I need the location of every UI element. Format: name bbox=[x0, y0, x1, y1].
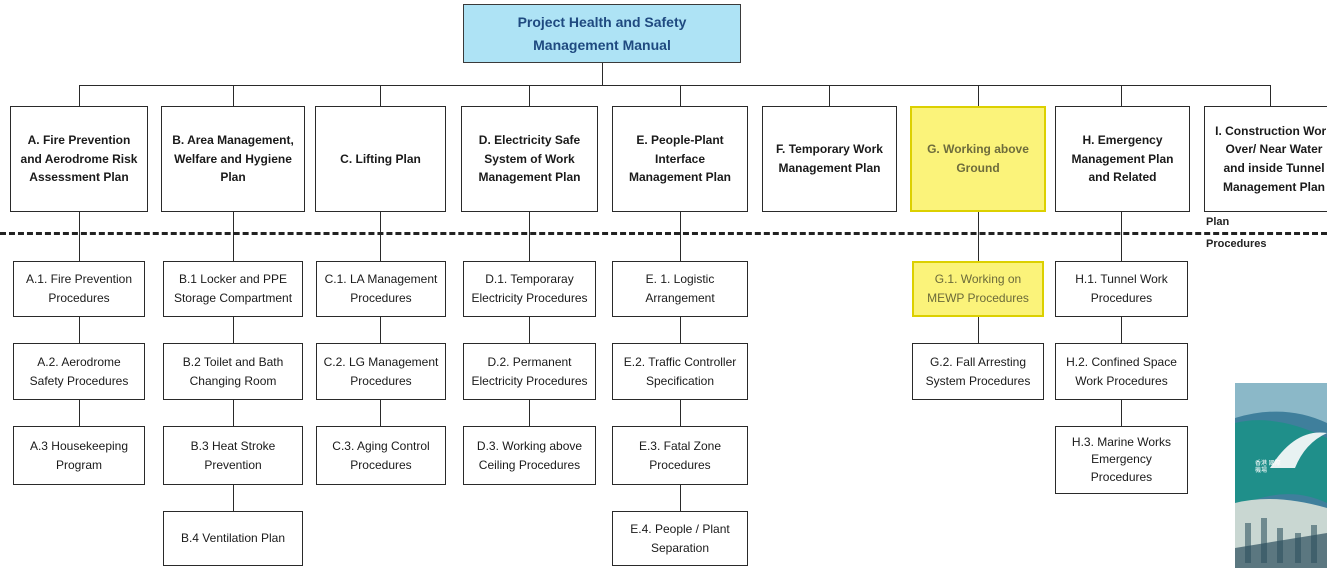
plan-procedures-divider bbox=[0, 232, 1327, 235]
plan-b: B. Area Management, Welfare and Hygiene … bbox=[161, 106, 305, 212]
divider-label-plan: Plan bbox=[1206, 216, 1230, 228]
procedure-b4: B.4 Ventilation Plan bbox=[163, 511, 303, 566]
procedure-d2: D.2. Permanent Electricity Procedures bbox=[463, 343, 596, 400]
divider-label-procedures: Procedures bbox=[1206, 238, 1267, 250]
procedure-c3: C.3. Aging Control Procedures bbox=[316, 426, 446, 485]
procedure-g2: G.2. Fall Arresting System Procedures bbox=[912, 343, 1044, 400]
procedure-e1: E. 1. Logistic Arrangement bbox=[612, 261, 748, 317]
root-manual: Project Health and Safety Management Man… bbox=[463, 4, 741, 63]
procedure-c2: C.2. LG Management Procedures bbox=[316, 343, 446, 400]
procedure-a2: A.2. Aerodrome Safety Procedures bbox=[13, 343, 145, 400]
procedure-d3: D.3. Working above Ceiling Procedures bbox=[463, 426, 596, 485]
plan-f: F. Temporary Work Management Plan bbox=[762, 106, 897, 212]
procedure-e2: E.2. Traffic Controller Specification bbox=[612, 343, 748, 400]
procedure-h1: H.1. Tunnel Work Procedures bbox=[1055, 261, 1188, 317]
procedure-b1: B.1 Locker and PPE Storage Compartment bbox=[163, 261, 303, 317]
airport-logo-text: 香港 國際機場 bbox=[1255, 461, 1281, 474]
procedure-b3: B.3 Heat Stroke Prevention bbox=[163, 426, 303, 485]
plan-c: C. Lifting Plan bbox=[315, 106, 446, 212]
procedure-h3: H.3. Marine Works Emergency Procedures bbox=[1055, 426, 1188, 494]
plan-d: D. Electricity Safe System of Work Manag… bbox=[461, 106, 598, 212]
procedure-b2: B.2 Toilet and Bath Changing Room bbox=[163, 343, 303, 400]
plan-h: H. Emergency Management Plan and Related bbox=[1055, 106, 1190, 212]
procedure-e4: E.4. People / Plant Separation bbox=[612, 511, 748, 566]
procedure-c1: C.1. LA Management Procedures bbox=[316, 261, 446, 317]
procedure-h2: H.2. Confined Space Work Procedures bbox=[1055, 343, 1188, 400]
procedure-d1: D.1. Temporaray Electricity Procedures bbox=[463, 261, 596, 317]
plan-i: I. Construction Work Over/ Near Water an… bbox=[1204, 106, 1327, 212]
airport-cover-image: 香港 國際機場 bbox=[1235, 383, 1327, 568]
plan-g: G. Working above Ground bbox=[910, 106, 1046, 212]
procedure-e3: E.3. Fatal Zone Procedures bbox=[612, 426, 748, 485]
procedure-a1: A.1. Fire Prevention Procedures bbox=[13, 261, 145, 317]
procedure-a3: A.3 Housekeeping Program bbox=[13, 426, 145, 485]
procedure-g1: G.1. Working on MEWP Procedures bbox=[912, 261, 1044, 317]
plan-a: A. Fire Prevention and Aerodrome Risk As… bbox=[10, 106, 148, 212]
plan-e: E. People-Plant Interface Management Pla… bbox=[612, 106, 748, 212]
